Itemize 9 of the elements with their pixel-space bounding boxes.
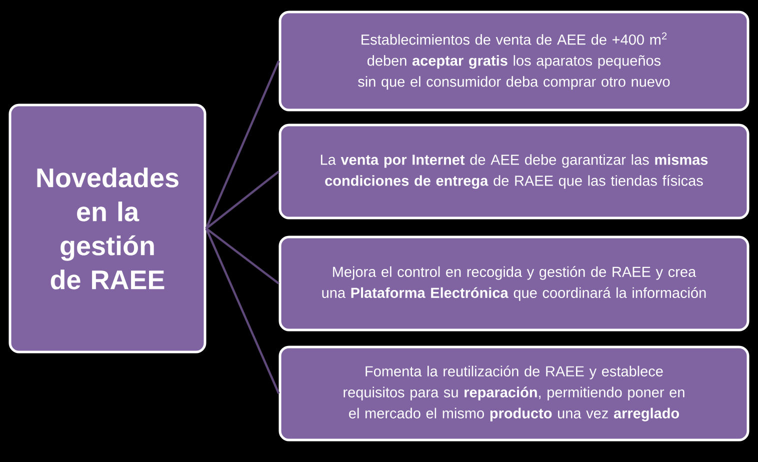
statement-box: La venta por Internet de AEE debe garantizar las mismas condiciones de entrega de RAEE que las tiendas físicas [278, 124, 750, 220]
connector-line [205, 60, 280, 229]
statement-box: Mejora el control en recogida y gestión de RAEE y crea una Plataforma Electrónica que coordinará la información [278, 236, 750, 332]
connector-line [206, 228, 280, 284]
connector-line [205, 228, 280, 394]
connector-line [206, 170, 280, 230]
statement-box: Fomenta la reutilización de RAEE y establece requisitos para su reparación, permitiendo poner en el mercado el mismo producto una vez arreglado [278, 346, 750, 442]
topic-box: Novedades en la gestión de RAEE [8, 104, 206, 354]
statement-box: Establecimientos de venta de AEE de +400 m$^{2}$ deben aceptar gratis los aparatos pequeños sin que el consumidor deba comprar otro nuevo [278, 10, 750, 112]
